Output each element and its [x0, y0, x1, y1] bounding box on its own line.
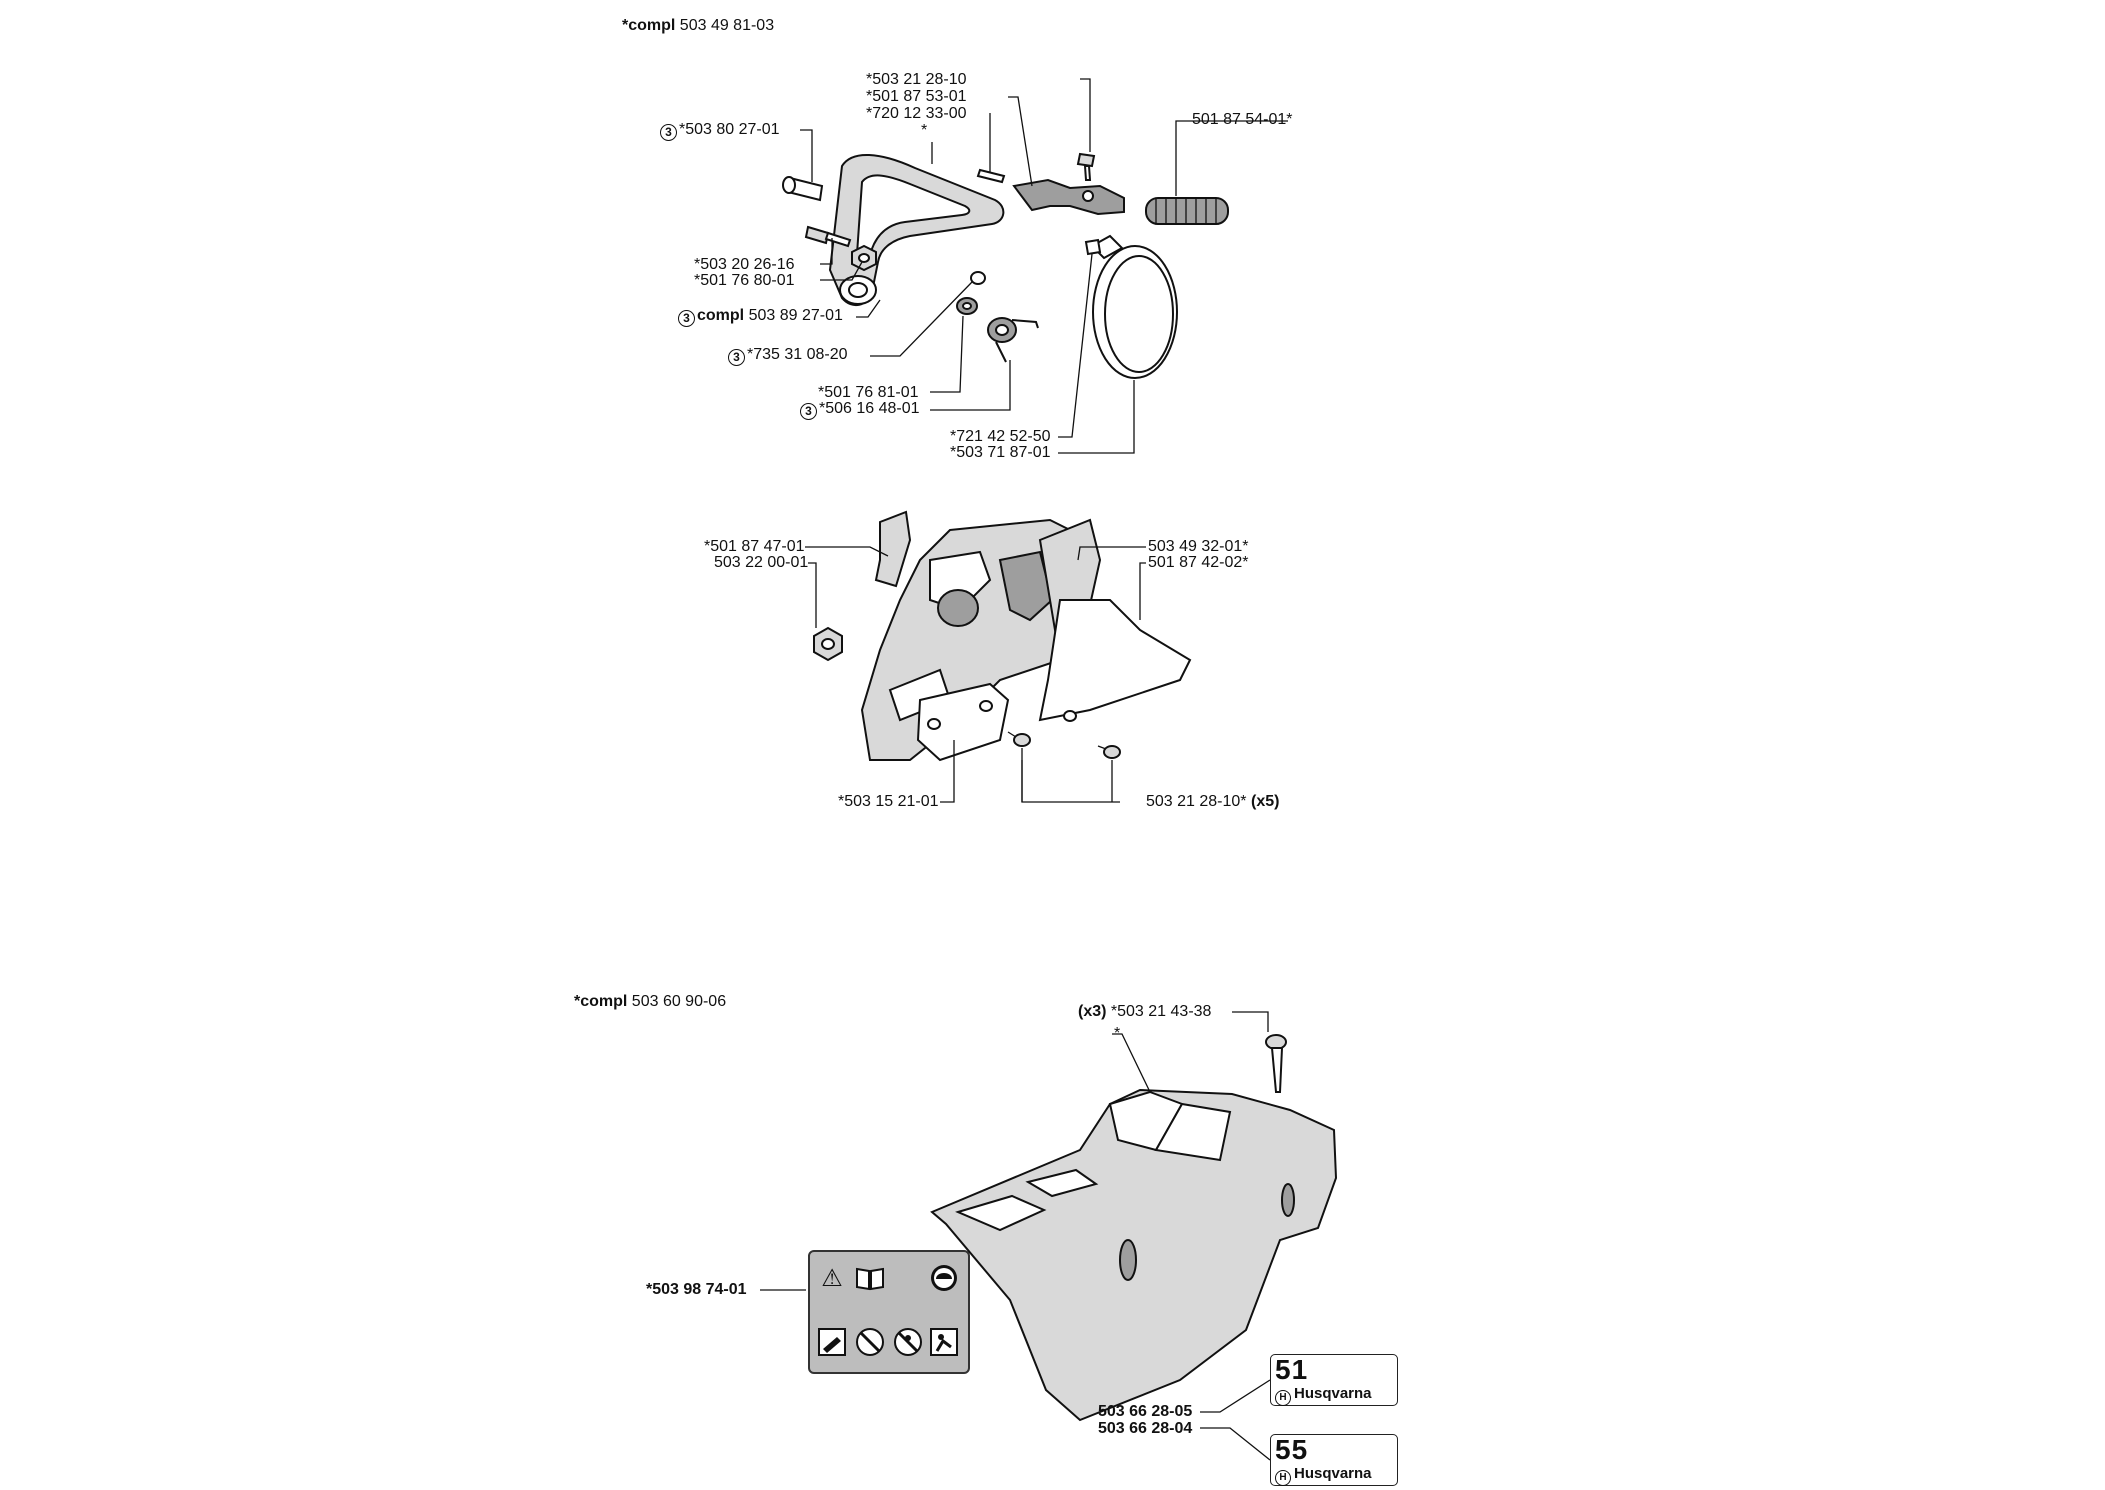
- cover-screw-b-part: [1097, 745, 1121, 759]
- rivet-part: [1084, 238, 1102, 256]
- group1-heading-prefix: *compl: [622, 17, 676, 34]
- part-label-p5: 3*503 80 27-01: [660, 121, 780, 141]
- part-label-p10-number: *735 31 08-20: [747, 346, 848, 363]
- torsion-spring-part: [987, 317, 1039, 363]
- part-label-p2: *501 87 53-01: [866, 88, 967, 105]
- part-label-r2: *: [1114, 1025, 1121, 1042]
- group3-heading-number: 503 60 90-06: [631, 993, 727, 1010]
- part-label-q6-qty: (x5): [1250, 793, 1280, 810]
- coil-spring-part: [1145, 197, 1229, 225]
- clutch-cover-assembly: [805, 510, 1192, 803]
- part-label-r5: 503 66 28-04: [1098, 1420, 1193, 1437]
- screw-part: [804, 225, 852, 248]
- part-label-p10: 3*735 31 08-20: [728, 346, 848, 366]
- part-label-q5: *503 15 21-01: [838, 793, 939, 810]
- cylinder-cover-assembly: [760, 1011, 1338, 1461]
- part-label-p4: *: [921, 122, 928, 139]
- hand-guard-part: [828, 154, 1005, 307]
- part-label-p3: *720 12 33-00: [866, 105, 967, 122]
- chain-guide-plate-part: [874, 510, 912, 588]
- no-bystanders-icon: [892, 1326, 924, 1358]
- part-label-p12: 3*506 16 48-01: [800, 400, 920, 420]
- warning-triangle-icon: ⚠: [821, 1264, 843, 1292]
- part-label-p8: *501 76 80-01: [694, 272, 795, 289]
- cover-screw-part: [1265, 1034, 1287, 1093]
- part-label-p7: *503 20 26-16: [694, 256, 795, 273]
- part-label-r1-number: *503 21 43-38: [1110, 1003, 1212, 1020]
- cover-plate-part: [916, 682, 1010, 762]
- brake-handle-assembly: [782, 78, 1288, 454]
- pin-part: [976, 168, 1006, 184]
- bushing-part: [956, 297, 978, 315]
- part-label-q6: 503 21 28-10* (x5): [1146, 793, 1279, 811]
- circlip-part: [970, 271, 986, 285]
- part-label-r1: (x3) *503 21 43-38: [1078, 1003, 1211, 1021]
- part-label-p9-number: 503 89 27-01: [748, 307, 843, 324]
- no-one-hand-icon: [854, 1326, 886, 1358]
- part-label-p6: 501 87 54-01*: [1192, 111, 1293, 128]
- part-label-q4: 501 87 42-02*: [1148, 554, 1249, 571]
- part-label-r3: *503 98 74-01: [646, 1281, 747, 1298]
- part-label-p1: *503 21 28-10: [866, 71, 967, 88]
- chainsaw-grip-icon: [928, 1326, 960, 1358]
- group3-heading: *compl 503 60 90-06: [574, 993, 726, 1011]
- reference-circle: 3: [678, 310, 695, 327]
- part-label-r1-qty: (x3): [1078, 1003, 1107, 1020]
- husqvarna-logo-icon: H: [1275, 1470, 1291, 1486]
- part-label-p9-prefix: compl: [697, 307, 745, 324]
- badge-number: 55: [1275, 1434, 1309, 1465]
- kickback-icon: [816, 1326, 848, 1358]
- husqvarna-logo-icon: H: [1275, 1390, 1291, 1406]
- reference-circle: 3: [800, 403, 817, 420]
- part-label-q1: *501 87 47-01: [704, 538, 805, 555]
- hex-nut-part: [813, 626, 843, 662]
- manual-book-icon: [854, 1262, 886, 1294]
- badge-brand-text: Husqvarna: [1294, 1465, 1372, 1482]
- cover-screw-a-part: [1007, 731, 1031, 747]
- reference-circle: 3: [660, 124, 677, 141]
- shoulder-bolt-part: [782, 176, 824, 202]
- part-label-p12-number: *506 16 48-01: [819, 400, 920, 417]
- part-label-p5-number: *503 80 27-01: [679, 121, 780, 138]
- cylinder-cover-part: [930, 1088, 1338, 1422]
- part-label-q3: 503 49 32-01*: [1148, 538, 1249, 555]
- group3-heading-prefix: *compl: [574, 993, 628, 1010]
- small-screw-part: [1076, 152, 1096, 181]
- reference-circle: 3: [728, 349, 745, 366]
- brake-lever-part: [1012, 178, 1125, 216]
- badge-brand-text: Husqvarna: [1294, 1385, 1372, 1402]
- part-label-q2: 503 22 00-01: [714, 554, 809, 571]
- group1-heading: *compl 503 49 81-03: [622, 17, 774, 35]
- part-label-q6-number: 503 21 28-10*: [1146, 793, 1247, 810]
- helmet-icon: [928, 1262, 960, 1294]
- part-label-p11: *501 76 81-01: [818, 384, 919, 401]
- brake-band-part: [1090, 234, 1178, 379]
- chain-catcher-part: [1038, 518, 1192, 722]
- nut-part: [851, 244, 877, 272]
- part-label-p14: *503 71 87-01: [950, 444, 1051, 461]
- part-label-r4: 503 66 28-05: [1098, 1403, 1193, 1420]
- warning-decal: ⚠: [808, 1250, 970, 1374]
- group1-heading-number: 503 49 81-03: [679, 17, 775, 34]
- badge-number: 51: [1275, 1354, 1309, 1385]
- part-label-p13: *721 42 52-50: [950, 428, 1051, 445]
